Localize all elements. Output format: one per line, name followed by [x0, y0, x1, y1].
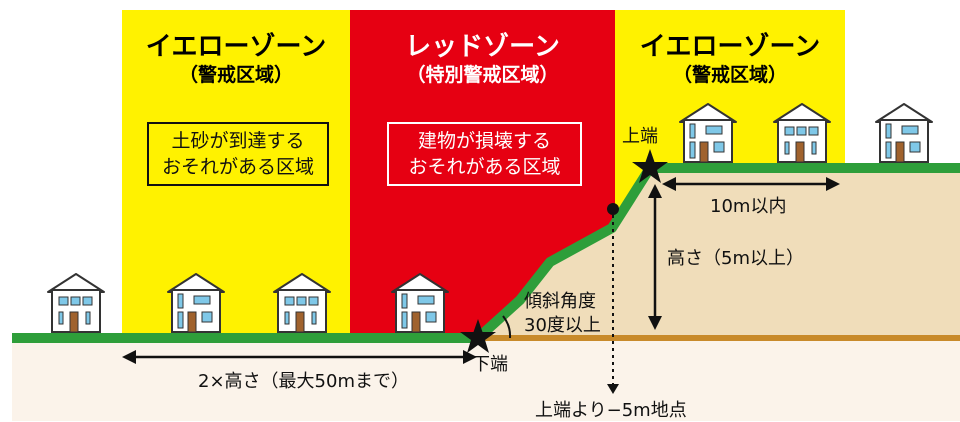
height-label: 高さ（5m以上）	[667, 248, 804, 269]
yellow-zone-left-subtitle: （警戒区域）	[178, 64, 293, 86]
arrowhead-icon	[648, 316, 662, 330]
red-zone-text: レッドゾーン （特別警戒区域）	[350, 32, 615, 88]
arrowhead-icon	[662, 177, 676, 191]
minus-5m-dot-icon	[607, 203, 619, 215]
house-icon	[773, 103, 831, 163]
top-edge-star-icon	[632, 149, 668, 183]
red-box-line2: おそれがある区域	[408, 156, 561, 178]
house-icon	[273, 273, 331, 333]
house-icon	[679, 103, 737, 163]
red-zone-title: レッドゾーン	[405, 32, 560, 62]
angle-arc	[502, 315, 512, 339]
bottom-edge-label: 下端	[472, 354, 508, 375]
arrowhead-icon	[463, 350, 477, 364]
yellow-zone-left-title: イエローゾーン	[145, 32, 327, 62]
minus-5m-point-label: 上端より−5m地点	[535, 400, 687, 421]
red-zone-subtitle: （特別警戒区域）	[406, 64, 559, 86]
slope-angle-line2: 30度以上	[524, 315, 601, 336]
within-10m-label: 10m以内	[710, 196, 787, 217]
yellow-zone-left-box: 土砂が到達する おそれがある区域	[147, 122, 329, 186]
house-icon	[391, 273, 449, 333]
yellow-box-line1: 土砂が到達する	[171, 130, 305, 152]
top-edge-label: 上端	[622, 126, 658, 147]
house-icon	[47, 273, 105, 333]
slope-angle-label: 傾斜角度 30度以上	[524, 290, 601, 338]
red-zone-box: 建物が損壊する おそれがある区域	[387, 122, 582, 186]
yellow-box-line2: おそれがある区域	[161, 156, 314, 178]
arrowhead-icon	[122, 350, 136, 364]
red-box-line1: 建物が損壊する	[417, 130, 551, 152]
slope-soil	[478, 170, 960, 337]
yellow-zone-right-title: イエローゾーン	[639, 32, 821, 62]
slope-angle-line1: 傾斜角度	[524, 291, 596, 312]
arrowhead-icon	[826, 177, 840, 191]
arrowhead-icon	[648, 184, 662, 198]
base-distance-label: 2×高さ（最大50mまで）	[198, 371, 409, 392]
yellow-zone-right-text: イエローゾーン （警戒区域）	[615, 32, 845, 88]
ground-band	[12, 340, 960, 421]
house-icon	[167, 273, 225, 333]
bottom-edge-star-icon	[460, 319, 496, 353]
minus-5m-arrow-icon	[607, 384, 619, 394]
house-icon	[875, 103, 933, 163]
yellow-zone-left-text: イエローゾーン （警戒区域）	[122, 32, 350, 88]
yellow-zone-right-subtitle: （警戒区域）	[672, 64, 787, 86]
